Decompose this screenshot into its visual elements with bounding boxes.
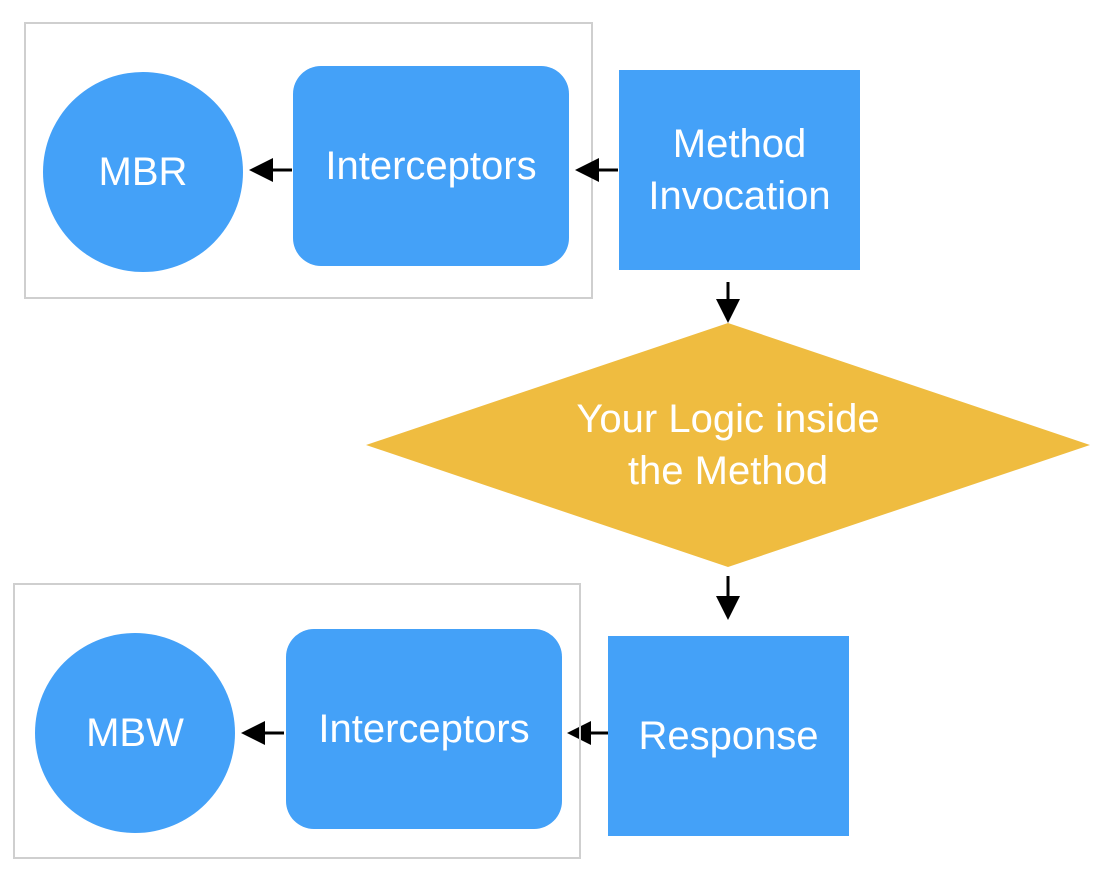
method-invocation-node: Method Invocation [619,70,860,270]
bottom-interceptors-node: Interceptors [286,629,562,829]
bottom-interceptors-label: Interceptors [318,707,530,751]
decision-line1: Your Logic inside [576,397,880,441]
bottom-group-frame [13,583,581,859]
response-label: Response [638,714,819,758]
top-interceptors-label: Interceptors [325,144,537,188]
method-invocation-line2: Invocation [648,174,831,218]
mbw-label: MBW [86,711,184,755]
method-invocation-line1: Method [672,122,807,166]
top-interceptors-node: Interceptors [293,66,569,266]
mbr-node: MBR [43,72,243,272]
decision-diamond [366,323,1090,567]
mbw-node: MBW [35,633,235,833]
decision-label: Your Logic inside the Method [500,390,956,500]
mbr-label: MBR [98,150,188,194]
decision-line2: the Method [627,449,829,493]
response-node: Response [608,636,849,836]
